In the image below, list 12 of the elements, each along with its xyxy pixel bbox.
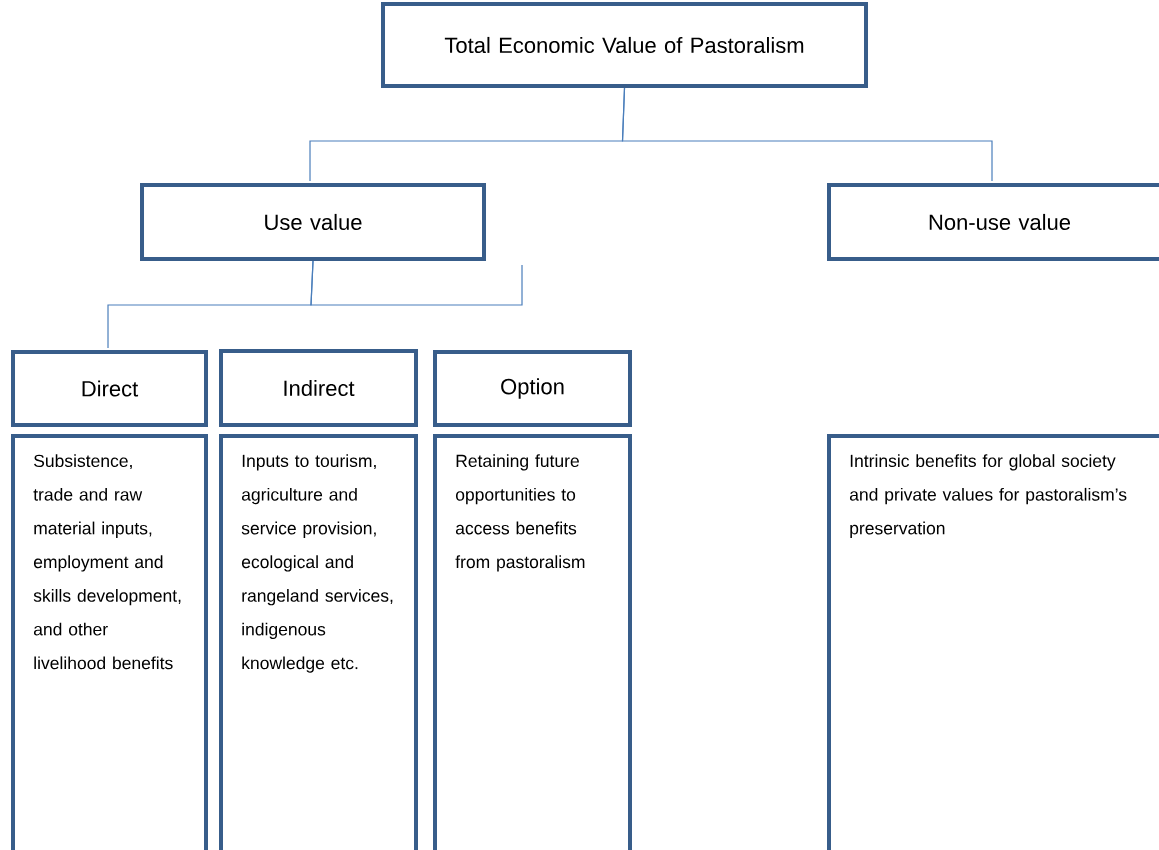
description-box: Inputs to tourism, agriculture and service provision, ecological and rangeland services, indigenous knowledge etc. — [219, 434, 418, 850]
heading-box: Direct — [11, 350, 208, 427]
heading-box: Non-use value — [827, 183, 1159, 261]
heading-box: Indirect — [219, 349, 418, 427]
description-box: Retaining future opportunities to access benefits from pastoralism — [433, 434, 632, 850]
description-box: Subsistence, trade and raw material inputs, employment and skills development, and other livelihood benefits — [11, 434, 208, 850]
heading-box: Total Economic Value of Pastoralism — [381, 2, 868, 88]
connector-line — [310, 260, 523, 306]
heading-box: Option — [433, 350, 632, 427]
description-box: Intrinsic benefits for global society and private values for pastoralism’s preservation — [827, 434, 1159, 850]
heading-box: Use value — [140, 183, 486, 261]
connector-line — [621, 87, 993, 182]
